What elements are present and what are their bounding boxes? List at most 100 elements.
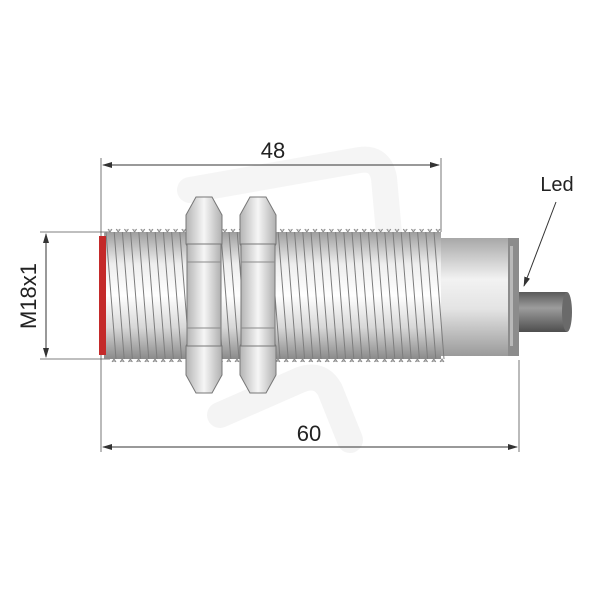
thread-crest-bottom bbox=[423, 358, 429, 363]
dimension-thread-size: M18x1 bbox=[16, 263, 41, 329]
thread-crest-top bbox=[410, 228, 416, 233]
thread-line bbox=[425, 231, 437, 360]
thread-crest-top bbox=[386, 228, 392, 233]
thread-crest-top bbox=[304, 228, 310, 233]
thread-crest-bottom bbox=[332, 358, 338, 363]
thread-crest-top bbox=[222, 228, 228, 233]
thread-crest-bottom bbox=[144, 358, 150, 363]
thread-crest-top bbox=[361, 228, 367, 233]
dimension-thread-length: 48 bbox=[261, 138, 285, 163]
thread-crest-bottom bbox=[119, 358, 125, 363]
thread-crest-bottom bbox=[168, 358, 174, 363]
thread-crest-bottom bbox=[382, 358, 388, 363]
thread-line bbox=[400, 231, 412, 360]
thread-line bbox=[376, 231, 388, 360]
thread-crest-top bbox=[402, 228, 408, 233]
thread-line bbox=[359, 231, 371, 360]
thread-crest-bottom bbox=[324, 358, 330, 363]
thread-line bbox=[310, 231, 322, 360]
thread-crest-top bbox=[378, 228, 384, 233]
thread-crest-bottom bbox=[406, 358, 412, 363]
dimension-total-length: 60 bbox=[297, 421, 321, 446]
thread-crest-top bbox=[107, 228, 113, 233]
thread-crest-top bbox=[427, 228, 433, 233]
thread-line bbox=[392, 231, 404, 360]
thread-line bbox=[138, 231, 150, 360]
thread-crest-bottom bbox=[275, 358, 281, 363]
led-label: Led bbox=[540, 174, 573, 196]
thread-crest-bottom bbox=[439, 358, 445, 363]
thread-crest-bottom bbox=[152, 358, 158, 363]
thread-line bbox=[220, 231, 232, 360]
thread-crest-top bbox=[312, 228, 318, 233]
thread-crest-top bbox=[287, 228, 293, 233]
thread-line bbox=[384, 231, 396, 360]
thread-crest-bottom bbox=[431, 358, 437, 363]
led-ring-highlight bbox=[510, 246, 513, 346]
thread-line bbox=[171, 231, 183, 360]
thread-crest-top bbox=[435, 228, 441, 233]
thread-crest-bottom bbox=[316, 358, 322, 363]
sensing-face bbox=[99, 236, 106, 355]
thread-line bbox=[285, 231, 297, 360]
thread-crest-top bbox=[230, 228, 236, 233]
thread-crest-top bbox=[181, 228, 187, 233]
end-cap bbox=[441, 238, 509, 356]
thread-crest-bottom bbox=[390, 358, 396, 363]
thread-crest-top bbox=[173, 228, 179, 233]
thread-crest-bottom bbox=[127, 358, 133, 363]
thread-line bbox=[351, 231, 363, 360]
thread-line bbox=[326, 231, 338, 360]
thread-crest-top bbox=[115, 228, 121, 233]
thread-crest-bottom bbox=[357, 358, 363, 363]
thread-crest-top bbox=[123, 228, 129, 233]
thread-line bbox=[343, 231, 355, 360]
thread-crest-top bbox=[394, 228, 400, 233]
thread-crest-bottom bbox=[341, 358, 347, 363]
thread-crest-bottom bbox=[234, 358, 240, 363]
nut-right bbox=[239, 196, 277, 394]
thread-crest-top bbox=[419, 228, 425, 233]
thread-crest-top bbox=[164, 228, 170, 233]
thread-crest-top bbox=[279, 228, 285, 233]
thread-crest-bottom bbox=[160, 358, 166, 363]
thread-crest-bottom bbox=[136, 358, 142, 363]
led-leader-line bbox=[523, 201, 557, 287]
thread-line bbox=[277, 231, 289, 360]
led-ring bbox=[508, 238, 519, 356]
thread-crest-bottom bbox=[283, 358, 289, 363]
thread-crest-top bbox=[345, 228, 351, 233]
thread-line bbox=[433, 231, 445, 360]
thread-crest-top bbox=[132, 228, 138, 233]
thread-line bbox=[294, 231, 306, 360]
thread-crest-top bbox=[140, 228, 146, 233]
thread-crest-top bbox=[369, 228, 375, 233]
thread-line bbox=[318, 231, 330, 360]
thread-crest-top bbox=[296, 228, 302, 233]
nut-left bbox=[185, 196, 223, 394]
thread-crest-bottom bbox=[398, 358, 404, 363]
thread-line bbox=[367, 231, 379, 360]
thread-line bbox=[121, 231, 133, 360]
thread-line bbox=[335, 231, 347, 360]
thread-crest-bottom bbox=[414, 358, 420, 363]
thread-crest-bottom bbox=[349, 358, 355, 363]
thread-crest-top bbox=[353, 228, 359, 233]
thread-line bbox=[228, 231, 240, 360]
thread-line bbox=[302, 231, 314, 360]
thread-line bbox=[162, 231, 174, 360]
cable bbox=[519, 292, 567, 332]
thread-line bbox=[130, 231, 142, 360]
thread-crest-top bbox=[337, 228, 343, 233]
thread-crest-bottom bbox=[373, 358, 379, 363]
cable-end bbox=[562, 292, 572, 332]
thread-crest-bottom bbox=[291, 358, 297, 363]
thread-line bbox=[408, 231, 420, 360]
thread-crest-bottom bbox=[111, 358, 117, 363]
thread-line bbox=[154, 231, 166, 360]
thread-crest-top bbox=[156, 228, 162, 233]
thread-line bbox=[417, 231, 429, 360]
thread-crest-bottom bbox=[226, 358, 232, 363]
thread-crest-bottom bbox=[177, 358, 183, 363]
